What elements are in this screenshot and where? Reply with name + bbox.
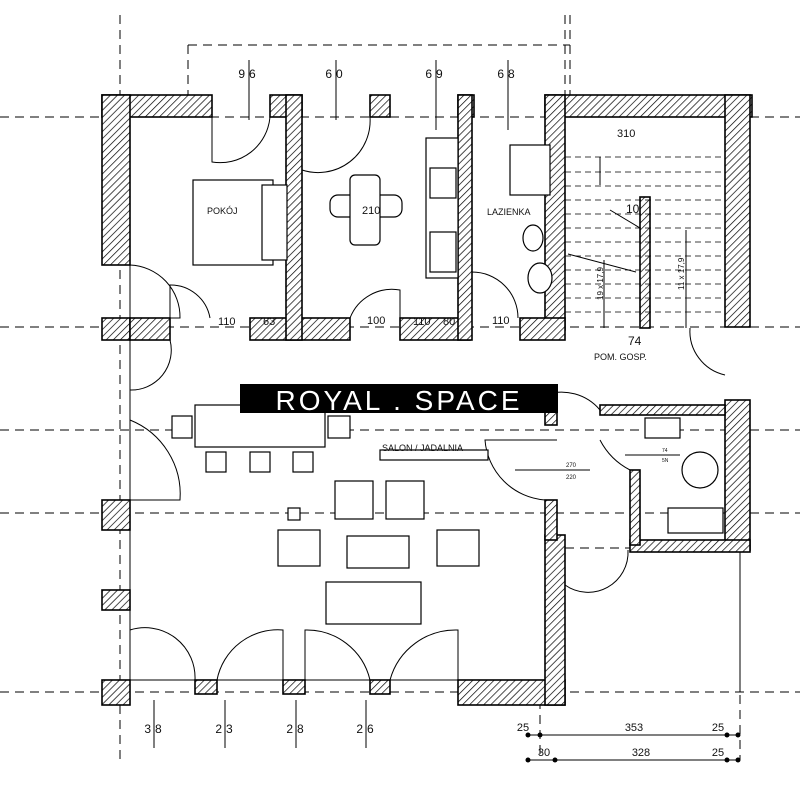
axis-label: 23 [215,722,236,736]
stair-note: 19 x 17,9 [596,267,605,300]
room-label-pokoj: POKÓJ [207,206,238,216]
furniture [171,137,724,625]
hall-area-top: 270 [566,463,577,469]
watermark-text: ROYAL . SPACE [276,385,523,416]
room-label-salon: SALON / JADALNIA [382,443,463,453]
dimension-label: 25 [712,747,724,759]
room-area-pom-gosp: 74 [628,334,642,348]
axis-label: 28 [286,722,307,736]
wc-area-bottom: 5N [662,458,669,464]
stair-note: 11 x 17,9 [677,257,686,290]
dimension-label: 25 [712,722,724,734]
axis-label: 60 [325,67,346,81]
door-width: 63 [263,316,275,328]
room-area-stairs: 310 [617,128,635,140]
door-width: 80 [443,316,455,328]
door-width: 100 [367,315,385,327]
dimension-label: 25 [517,722,529,734]
doors [129,116,726,681]
hall-area-bottom: 220 [566,475,577,481]
dimension-lines: 25 353 25 30 328 25 [517,722,741,763]
axis-label: 68 [497,67,518,81]
room-area-kitchen: 210 [362,205,380,217]
room-label-lazienka: LAZIENKA [487,207,531,217]
dimension-label: 30 [538,747,550,759]
room-label-pom-gosp: POM. GOSP. [594,352,647,362]
wc-area-top: 74 [662,448,668,454]
door-width: 110 [413,316,431,328]
door-width: 110 [492,315,510,327]
axis-label: 38 [144,722,165,736]
axis-label: 26 [356,722,377,736]
axis-label: 69 [425,67,446,81]
bottom-axis-labels: 38 23 28 26 [144,700,377,748]
dimension-label: 353 [625,722,643,734]
stairs: 10 19 x 17,9 11 x 17,9 [565,156,725,328]
room-labels: POKÓJ 210 LAZIENKA 310 74 POM. GOSP. SAL… [207,128,680,481]
watermark: ROYAL . SPACE [240,384,558,416]
top-axis-labels: 96 60 69 68 [238,60,518,130]
dimension-label: 328 [632,747,650,759]
door-width: 110 [218,316,236,328]
axis-label: 96 [238,67,259,81]
door-width-labels: 110 63 100 110 80 110 [218,315,510,328]
stair-step-label: 10 [626,202,640,216]
